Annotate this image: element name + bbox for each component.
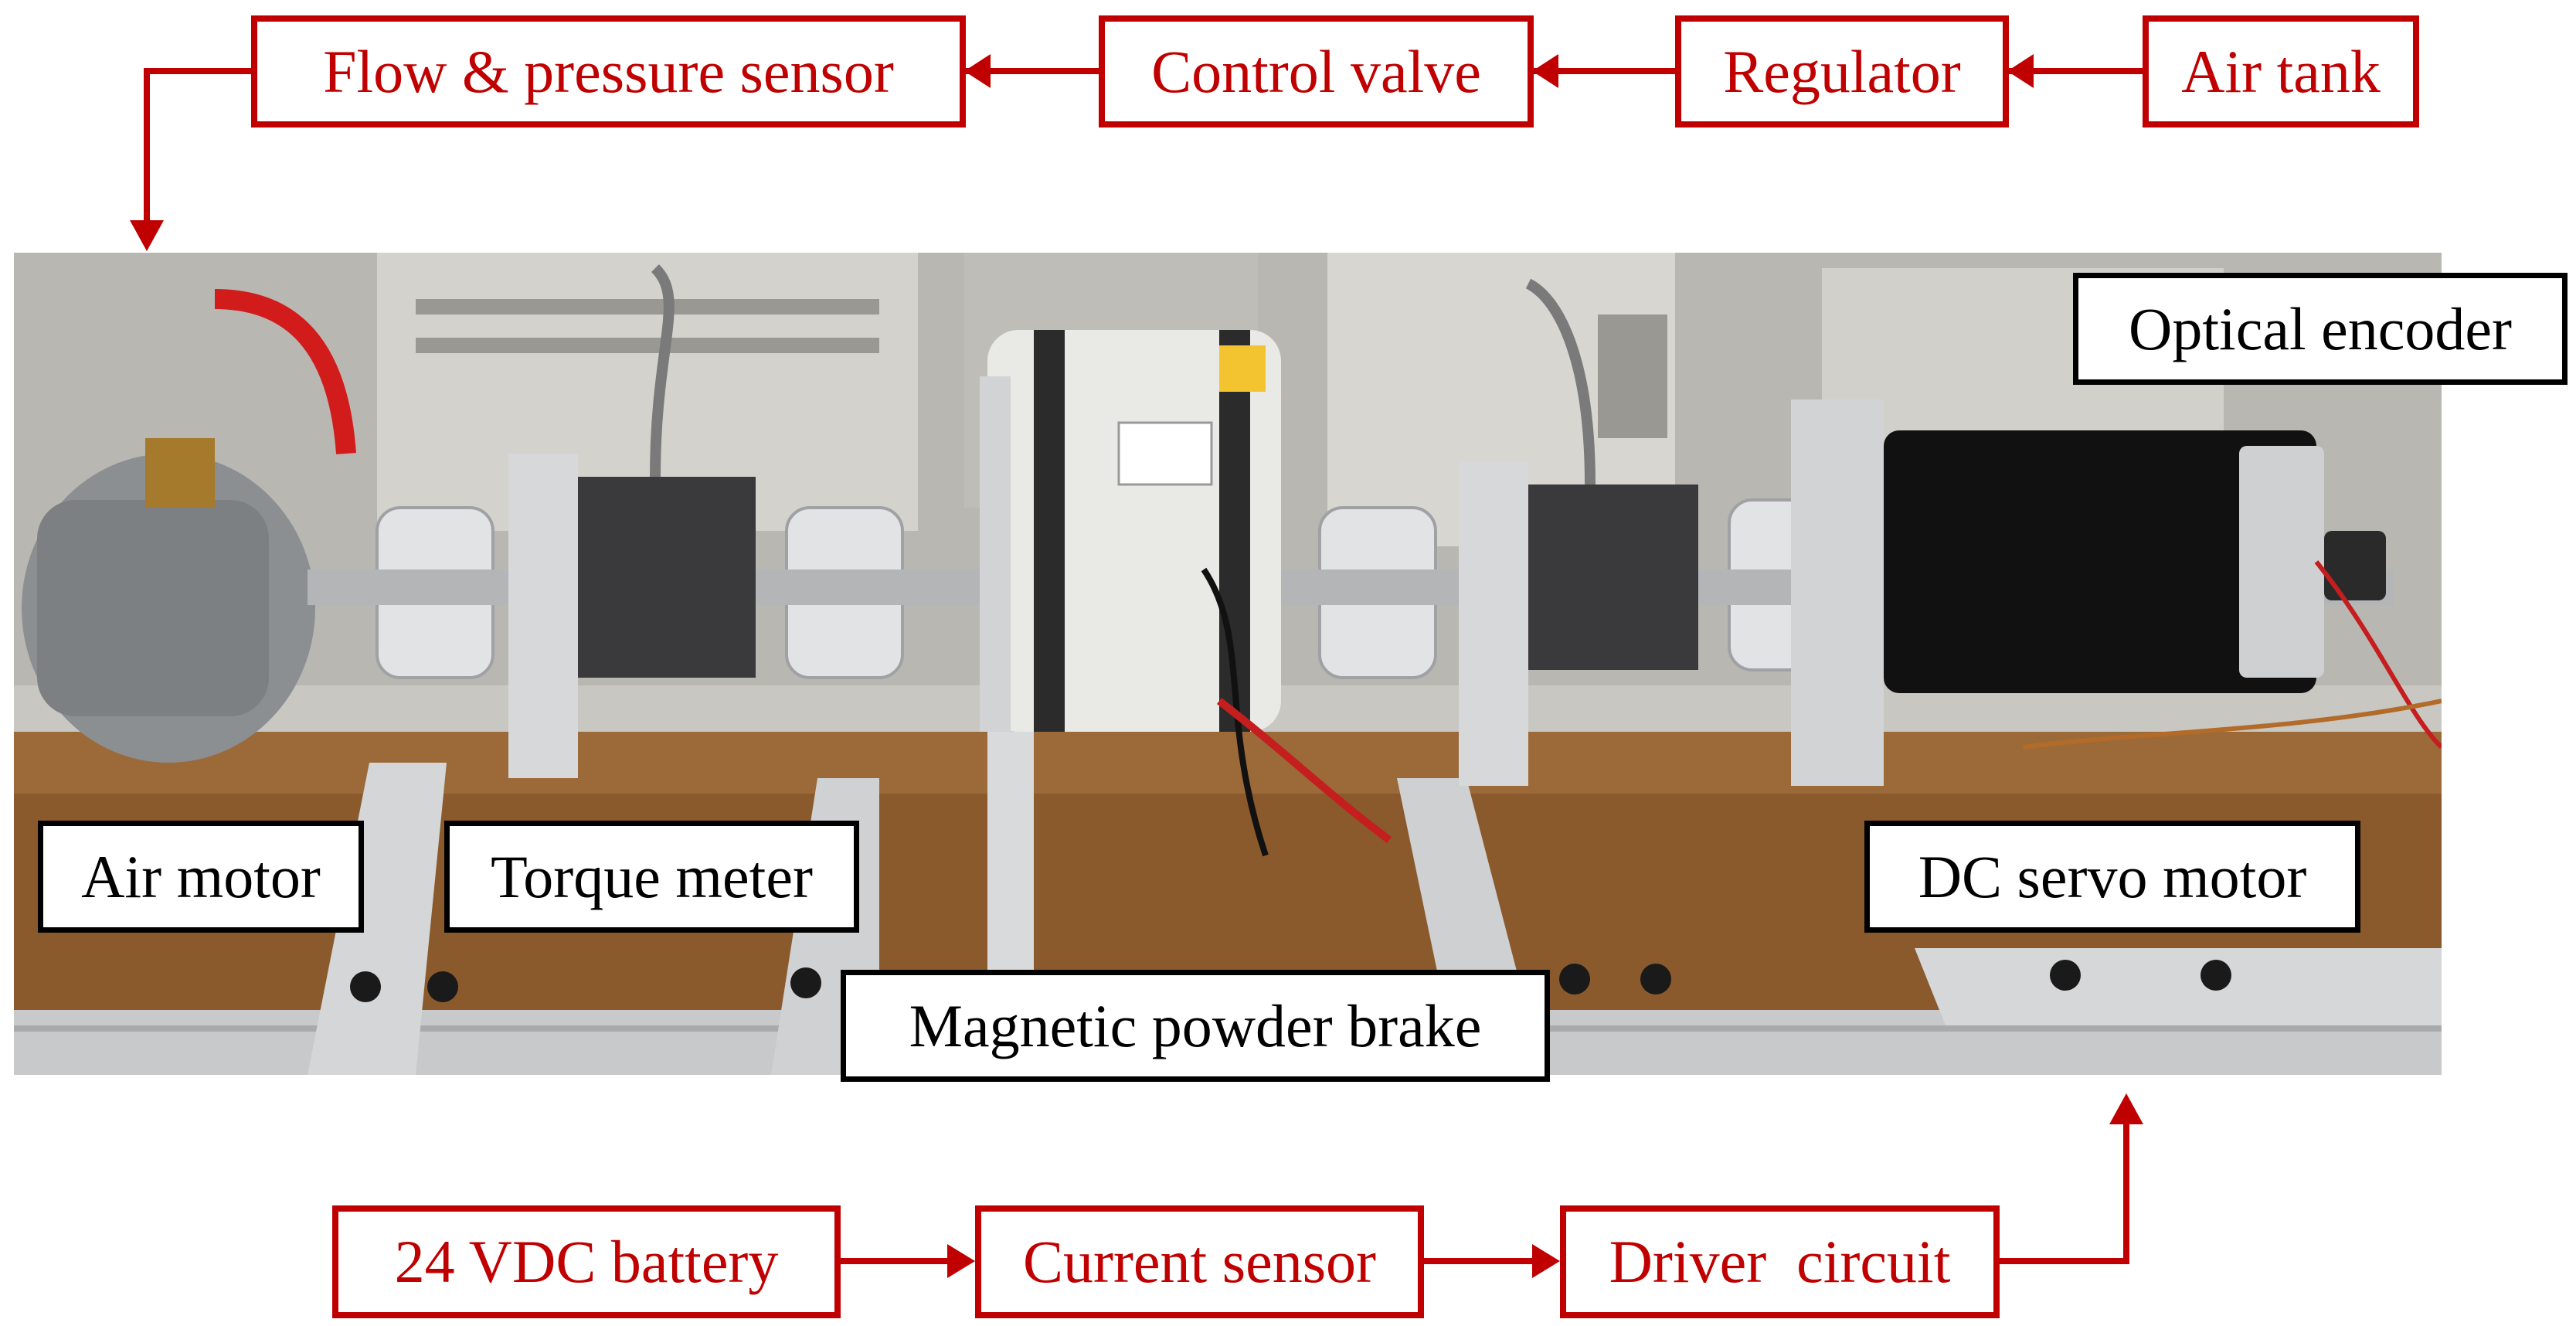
air-tank-label: Air tank (2181, 37, 2381, 105)
control-valve-label: Control valve (1151, 37, 1481, 105)
arrow-sensor-to-airmotor (144, 68, 251, 236)
regulator-box: Regulator (1675, 15, 2009, 128)
regulator-label: Regulator (1723, 37, 1961, 105)
driver-circuit-box: Driver circuit (1560, 1205, 2000, 1318)
dc-servo-motor-label: DC servo motor (1918, 842, 2307, 910)
air-motor-box: Air motor (38, 821, 364, 933)
torque-meter-label: Torque meter (491, 842, 813, 910)
current-sensor-label: Current sensor (1022, 1228, 1377, 1295)
battery-box: 24 VDC battery (332, 1205, 841, 1318)
control-valve-box: Control valve (1099, 15, 1534, 128)
optical-encoder-box: Optical encoder (2073, 273, 2568, 385)
air-tank-box: Air tank (2143, 15, 2419, 128)
magnetic-powder-brake-box: Magnetic powder brake (841, 970, 1550, 1082)
flow-pressure-sensor-label: Flow & pressure sensor (323, 37, 894, 105)
driver-circuit-label: Driver circuit (1609, 1228, 1951, 1295)
test-rig-photo (14, 253, 2442, 1075)
magnetic-powder-brake-label: Magnetic powder brake (909, 991, 1482, 1059)
battery-label: 24 VDC battery (394, 1228, 779, 1295)
dc-servo-motor-box: DC servo motor (1864, 821, 2360, 933)
air-motor-label: Air motor (81, 842, 321, 910)
current-sensor-box: Current sensor (975, 1205, 1424, 1318)
arrow-driver-to-dcmotor (2000, 1109, 2129, 1264)
torque-meter-box: Torque meter (444, 821, 859, 933)
flow-pressure-sensor-box: Flow & pressure sensor (251, 15, 966, 128)
optical-encoder-label: Optical encoder (2129, 294, 2512, 362)
